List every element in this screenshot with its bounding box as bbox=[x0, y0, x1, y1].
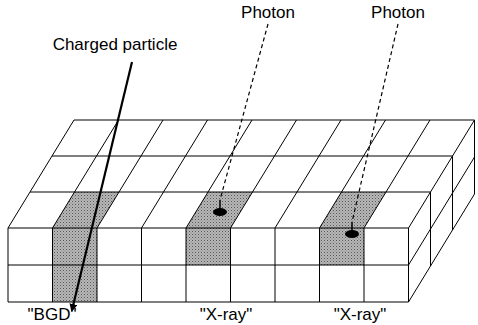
cell-edge bbox=[8, 120, 74, 228]
absorption-point bbox=[345, 230, 359, 238]
photon-label: Photon bbox=[241, 4, 295, 21]
hit-cell bbox=[186, 228, 231, 265]
cell-edge bbox=[8, 228, 9, 302]
cell-edge bbox=[186, 120, 252, 228]
cell-edge bbox=[275, 228, 276, 302]
cell-edge bbox=[52, 156, 453, 157]
cell-edge bbox=[275, 120, 341, 228]
hit-cell bbox=[320, 228, 365, 265]
photon-path bbox=[220, 24, 268, 200]
cell-edge bbox=[230, 228, 231, 302]
cell-edge bbox=[97, 228, 98, 302]
cell-edge bbox=[364, 120, 430, 228]
cell-edge bbox=[320, 120, 386, 228]
absorption-point bbox=[213, 208, 227, 216]
hit-cell bbox=[186, 192, 253, 228]
cell-edge bbox=[186, 228, 187, 302]
cell-edge bbox=[53, 120, 119, 228]
cell-edge bbox=[364, 228, 365, 302]
event-label: "X-ray" bbox=[200, 306, 253, 323]
cell-edge bbox=[30, 192, 431, 193]
event-label: "X-ray" bbox=[334, 306, 387, 323]
particle-track bbox=[72, 62, 132, 310]
cell-edge bbox=[97, 120, 163, 228]
cell-edge bbox=[231, 120, 297, 228]
photon-label: Photon bbox=[371, 4, 425, 21]
cell-edge bbox=[142, 120, 208, 228]
hit-cell bbox=[53, 192, 120, 228]
cell-edge bbox=[8, 265, 409, 266]
cell-edge bbox=[409, 194, 475, 302]
cell-edge bbox=[141, 228, 142, 302]
cell-edge bbox=[319, 228, 320, 302]
cell-edge bbox=[8, 302, 409, 303]
cell-edge bbox=[74, 120, 475, 121]
particle-label: Charged particle bbox=[53, 36, 178, 53]
photon-path bbox=[352, 24, 398, 222]
event-label: "BGD" bbox=[28, 306, 77, 323]
cell-edge bbox=[52, 228, 53, 302]
cell-edge bbox=[8, 228, 409, 229]
